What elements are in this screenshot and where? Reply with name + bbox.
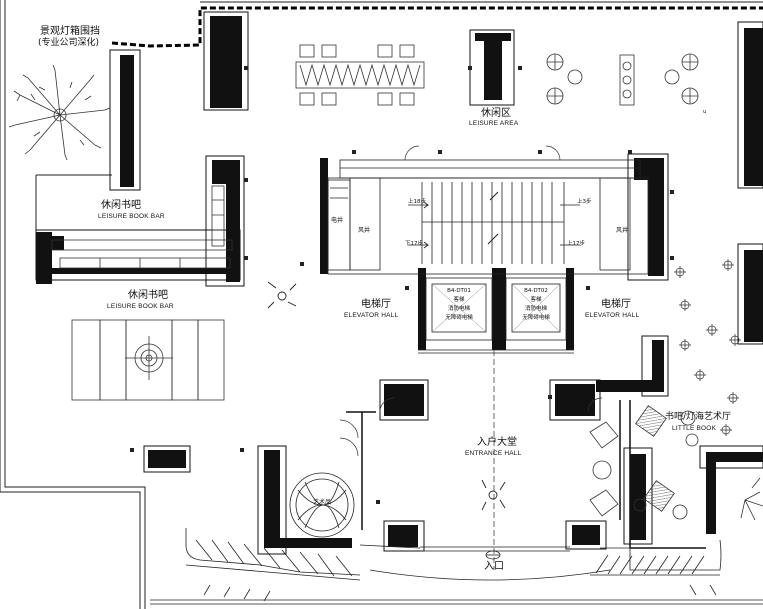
art-piece-label: 艺术品 — [313, 499, 332, 506]
elevators — [418, 277, 574, 354]
stair-down-17: 下17步 — [405, 241, 423, 247]
elevator-hall-right-title: 电梯厅 — [601, 299, 631, 310]
elevator-hall-left-subtitle: ELEVATOR HALL — [344, 312, 399, 319]
entrance-label: 入口 — [484, 561, 504, 572]
lift1-line1: 客梯 — [453, 297, 465, 303]
lift2-line2: 消防电梯 — [524, 306, 547, 312]
entrance-marker — [485, 550, 501, 560]
book-bar-lower-title: 休闲书吧 — [128, 290, 168, 301]
lift2-code: B4-DT02 — [524, 288, 548, 294]
leisure-area-title: 休闲区 — [481, 108, 511, 119]
walls — [36, 16, 763, 548]
lift1-line2: 消防电梯 — [447, 306, 470, 312]
elevator-hall-right-subtitle: ELEVATOR HALL — [585, 312, 640, 319]
leisure-furniture — [295, 44, 699, 106]
electric-shaft-label: 电井 — [331, 217, 344, 224]
lightbox-fence — [111, 6, 763, 48]
lobby-title: 入户大堂 — [477, 437, 517, 448]
wall-markers — [130, 66, 674, 504]
lobby-subtitle: ENTRANCE HALL — [465, 450, 522, 457]
lift2-line1: 客梯 — [530, 297, 542, 303]
lobby-furniture — [589, 405, 699, 520]
book-bar-lower-subtitle: LEISURE BOOK BAR — [107, 303, 174, 310]
lightbox-note-line2: (专业公司深化) — [38, 38, 100, 48]
elevator-hall-left-title: 电梯厅 — [361, 299, 391, 310]
book-bar-upper-subtitle: LEISURE BOOK BAR — [98, 213, 165, 220]
air-shaft-left-label: 风井 — [358, 227, 371, 234]
air-shaft-right-label: 风井 — [616, 227, 629, 234]
stair-up-17: 上17步 — [567, 241, 585, 247]
little-book-subtitle: LITTLE BOOK — [672, 425, 717, 432]
bottom-facade — [150, 528, 763, 605]
stair-core — [327, 159, 649, 275]
lift1-code: B4-DT01 — [447, 288, 471, 294]
door-swings — [339, 145, 603, 457]
reading-tables — [71, 319, 225, 401]
stair-up-18: 上18步 — [408, 199, 426, 205]
landscape-tree — [8, 64, 111, 161]
wall-outlines — [35, 11, 763, 555]
lift2-line3: 无障碍电梯 — [522, 315, 550, 321]
person-figures — [267, 281, 506, 511]
bookshelves — [51, 185, 233, 269]
leisure-area-subtitle: LEISURE AREA — [469, 120, 519, 127]
stair-up-3: 上3步 — [577, 199, 592, 205]
u-mark: u — [703, 109, 707, 115]
book-bar-upper-title: 休闲书吧 — [101, 200, 141, 211]
lightbox-note-line1: 景观灯箱围挡 — [40, 26, 100, 37]
lift1-line3: 无障碍电梯 — [445, 315, 473, 321]
little-book-title: 书吧/灯海艺术厅 — [665, 412, 732, 422]
art-piece-circle — [289, 472, 355, 538]
ceiling-fixtures — [674, 259, 741, 436]
right-tree — [740, 477, 763, 521]
lobby-walls — [346, 400, 706, 549]
